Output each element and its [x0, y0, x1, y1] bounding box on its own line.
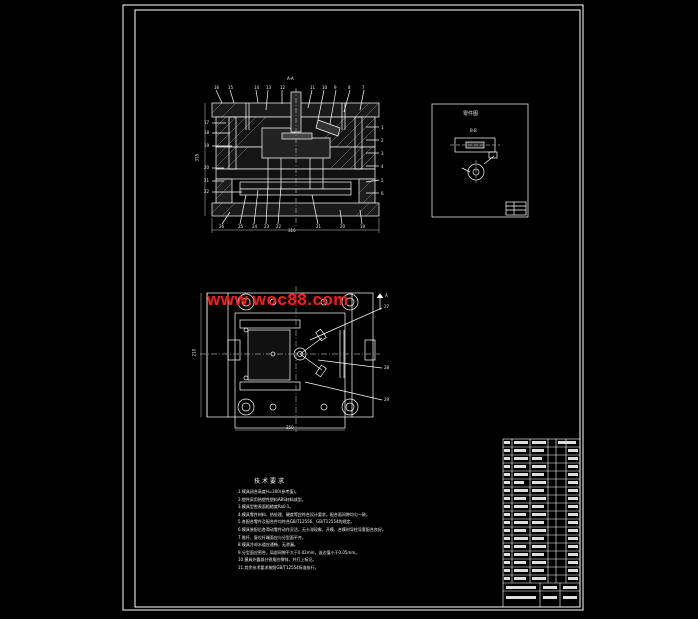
- svg-text:23: 23: [264, 224, 270, 229]
- svg-text:8: 8: [348, 85, 351, 90]
- tech-line: 5.各配合零件及配合件均符合GB/T12556、GB/T12554的规定。: [238, 519, 355, 525]
- title-block: [502, 438, 581, 608]
- svg-text:6: 6: [381, 191, 384, 196]
- svg-text:5: 5: [381, 178, 384, 183]
- detail-title: 零件图: [463, 111, 479, 117]
- plan-callout: 29: [384, 397, 390, 402]
- svg-text:22: 22: [276, 224, 282, 229]
- dim-plan-height: 210: [191, 348, 197, 357]
- tech-requirements-title: 技术要求: [254, 478, 287, 485]
- tech-line: 6.模具装配后各滑动零件动作灵活，无卡滞现象，开模、合模时导柱导套配合良好。: [238, 526, 386, 532]
- section-view-a-a: [204, 88, 380, 233]
- svg-text:16: 16: [214, 85, 220, 90]
- svg-text:10: 10: [322, 85, 328, 90]
- svg-text:17: 17: [204, 120, 210, 125]
- tech-requirements-list: 1.模具闭合高度H=300(参考值)。 2.塑件采用热塑性塑料ABS材料成型。 …: [238, 488, 500, 572]
- tech-line: 4.模具零件材料、热处理、硬度等应符合设计要求，配合面间隙均匀一致。: [238, 511, 370, 517]
- tech-line: 2.塑件采用热塑性塑料ABS材料成型。: [238, 496, 306, 502]
- svg-text:12: 12: [280, 85, 286, 90]
- watermark: www.woc88.com: [207, 290, 349, 309]
- svg-text:25: 25: [238, 224, 244, 229]
- svg-text:14: 14: [254, 85, 260, 90]
- dim-top-height: 315: [194, 153, 200, 162]
- svg-text:21: 21: [316, 224, 322, 229]
- plan-callout: 27: [384, 304, 390, 309]
- svg-text:19: 19: [360, 224, 366, 229]
- svg-text:26: 26: [219, 224, 225, 229]
- svg-text:22: 22: [204, 189, 210, 194]
- dim-plan-width: 250: [286, 425, 294, 430]
- tech-line: 3.模具型腔表面粗糙度Ra0.1。: [238, 504, 294, 510]
- svg-text:18: 18: [204, 130, 210, 135]
- svg-text:24: 24: [252, 224, 258, 229]
- plan-view: [200, 286, 384, 432]
- svg-text:15: 15: [228, 85, 234, 90]
- svg-text:11: 11: [310, 85, 316, 90]
- svg-text:1: 1: [381, 125, 384, 130]
- dim-top-width: 316: [288, 228, 296, 233]
- tech-line: 11.其余技术要求按照GB/T12554标准执行。: [238, 564, 319, 570]
- svg-text:13: 13: [266, 85, 272, 90]
- plan-callout: 28: [384, 365, 390, 370]
- outer-frame: [122, 4, 584, 611]
- svg-text:20: 20: [204, 165, 210, 170]
- svg-text:19: 19: [204, 143, 210, 148]
- tech-line: 7.推杆、复位杆端面应与分型面平齐。: [238, 534, 306, 540]
- tech-line: 9.分型面应密合，局部间隙不大于0.02mm，溢边值小于0.05mm。: [238, 549, 360, 555]
- tech-line: 8.模具冷却水道应通畅，无渗漏。: [238, 542, 298, 548]
- svg-text:21: 21: [204, 178, 210, 183]
- tech-line: 10.模具外露部分锐角应倒钝，并打上标记。: [238, 557, 317, 563]
- detail-view: [431, 103, 529, 218]
- svg-text:3: 3: [381, 151, 384, 156]
- detail-section-label: B-B: [470, 128, 477, 133]
- inner-frame: [134, 9, 581, 608]
- section-label: A-A: [287, 76, 294, 81]
- svg-text:4: 4: [381, 164, 384, 169]
- bom-rows: [504, 441, 578, 599]
- view-arrow-label: A: [385, 293, 388, 298]
- svg-text:2: 2: [381, 138, 384, 143]
- svg-text:20: 20: [340, 224, 346, 229]
- svg-text:9: 9: [334, 85, 337, 90]
- tech-line: 1.模具闭合高度H=300(参考值)。: [238, 489, 299, 494]
- svg-text:7: 7: [362, 85, 365, 90]
